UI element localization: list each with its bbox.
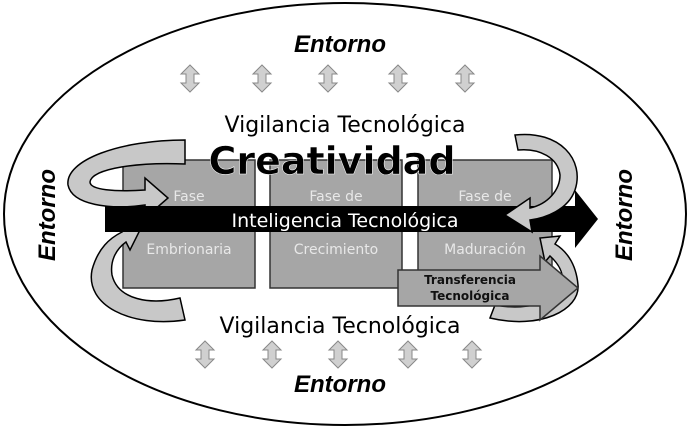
exchange-arrows-top xyxy=(179,64,476,93)
vigilancia-top: Vigilancia Tecnológica xyxy=(225,113,466,138)
double-arrow-icon xyxy=(251,64,273,93)
phase-2-line1: Fase de xyxy=(309,189,362,205)
main-arrow-label: Inteligencia Tecnológica xyxy=(231,210,458,232)
double-arrow-icon xyxy=(194,340,216,369)
transfer-line1: Transferencia xyxy=(424,273,516,287)
entorno-top: Entorno xyxy=(294,31,386,58)
vigilancia-bottom: Vigilancia Tecnológica xyxy=(220,314,461,339)
entorno-left: Entorno xyxy=(34,169,61,261)
main-arrow xyxy=(105,190,598,248)
phase-2-line2: Crecimiento xyxy=(294,242,379,258)
double-arrow-icon xyxy=(327,340,349,369)
double-arrow-icon xyxy=(454,64,476,93)
transfer-arrow xyxy=(397,254,580,322)
double-arrow-icon xyxy=(461,340,483,369)
curved-arrow-right-top xyxy=(503,133,578,234)
phase-1-line1: Fase xyxy=(173,189,204,205)
double-arrow-icon xyxy=(397,340,419,369)
phase-3-line2: Maduración xyxy=(444,242,526,258)
entorno-bottom: Entorno xyxy=(294,371,386,398)
double-arrow-icon xyxy=(387,64,409,93)
double-arrow-icon xyxy=(261,340,283,369)
phase-3-line1: Fase de xyxy=(458,189,511,205)
entorno-right: Entorno xyxy=(611,169,638,261)
double-arrow-icon xyxy=(317,64,339,93)
double-arrow-icon xyxy=(179,64,201,93)
exchange-arrows-bottom xyxy=(194,340,483,369)
phase-1-line2: Embrionaria xyxy=(146,242,231,258)
transfer-line2: Tecnológica xyxy=(431,289,510,303)
center-title: Creatividad xyxy=(208,139,455,183)
